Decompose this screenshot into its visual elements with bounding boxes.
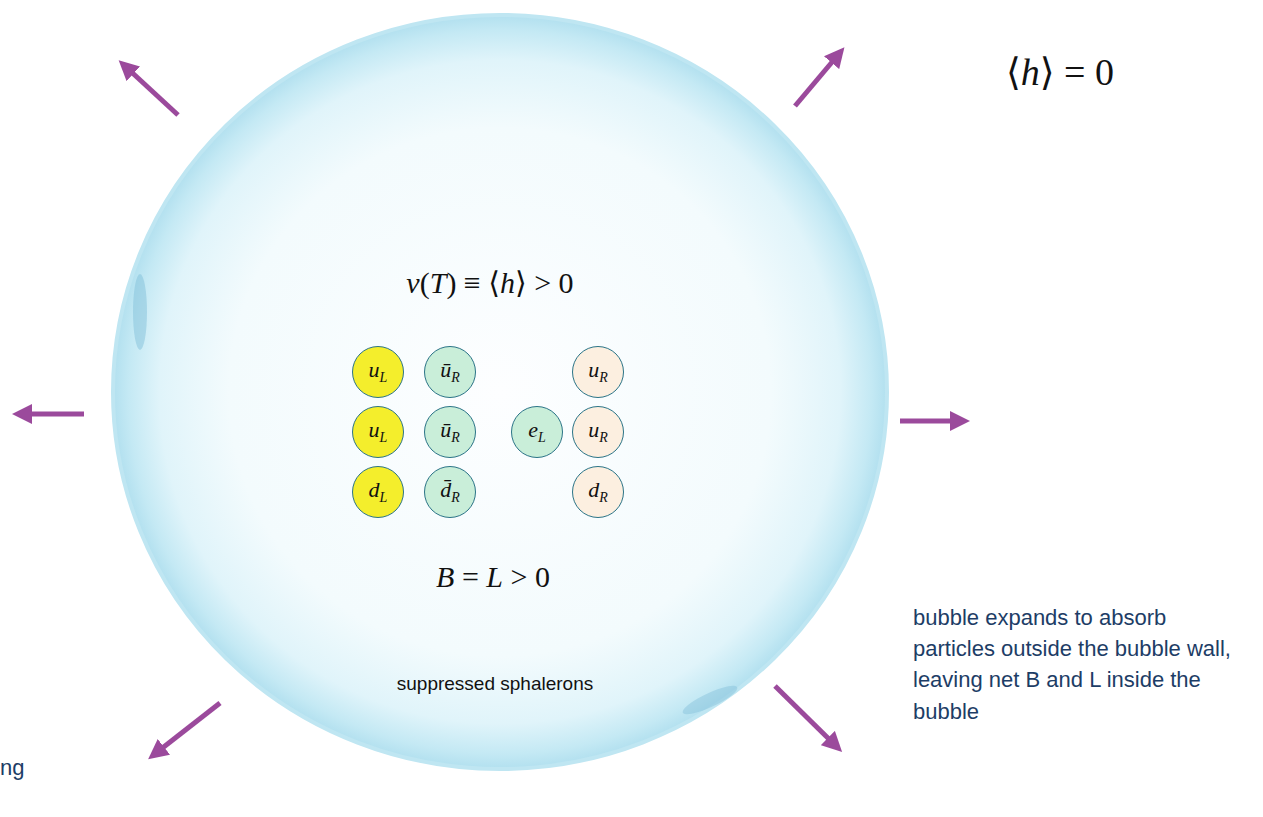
particle-symbol: d̄R	[440, 479, 460, 505]
bubble-highlight	[680, 681, 740, 719]
annotation-text: ng	[0, 755, 24, 781]
particle-symbol: eL	[528, 419, 546, 445]
expansion-arrow	[775, 686, 835, 745]
particle-circle: dL	[352, 466, 404, 518]
bubble-outline	[110, 12, 890, 772]
math-expression: ⟨h⟩ = 0	[1006, 50, 1114, 94]
particle-symbol: uL	[369, 419, 388, 445]
bubble-highlight	[133, 274, 147, 350]
particle-circle: dR	[572, 466, 624, 518]
particle-symbol: dR	[588, 479, 608, 505]
bubble-wall	[113, 15, 887, 769]
particle-circle: ūR	[424, 406, 476, 458]
expansion-arrow	[126, 67, 178, 115]
expansion-arrow	[795, 55, 838, 106]
bubble-note: suppressed sphalerons	[397, 673, 593, 695]
particle-circle: uR	[572, 346, 624, 398]
higgs-bubble: v(T) ≡ ⟨h⟩ > 0 B = L > 0 suppressed sphale…	[110, 12, 890, 772]
particle-symbol: dL	[369, 479, 388, 505]
particle-symbol: ūR	[440, 359, 460, 385]
math-expression: v(T) ≡ ⟨h⟩ > 0	[406, 265, 573, 300]
math-expression: B = L > 0	[436, 560, 550, 594]
particle-circle: uR	[572, 406, 624, 458]
annotation-text: bubble expands to absorb particles outsi…	[913, 602, 1253, 727]
expansion-arrow	[22, 412, 84, 417]
particle-symbol: uR	[588, 359, 608, 385]
expansion-arrow	[900, 419, 960, 424]
expansion-arrow	[156, 703, 220, 753]
particle-symbol: uL	[369, 359, 388, 385]
particle-circle: eL	[511, 406, 563, 458]
particle-symbol: ūR	[440, 419, 460, 445]
particle-circle: uL	[352, 406, 404, 458]
particle-circle: d̄R	[424, 466, 476, 518]
particle-circle: uL	[352, 346, 404, 398]
particle-symbol: uR	[588, 419, 608, 445]
particle-circle: ūR	[424, 346, 476, 398]
